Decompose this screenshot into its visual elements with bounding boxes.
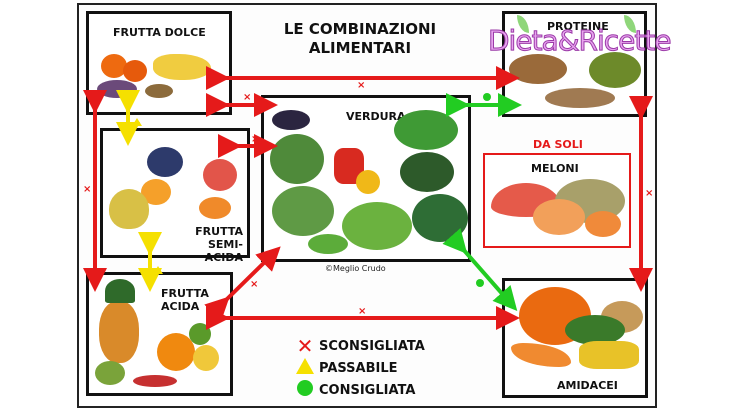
svg-text:×: × <box>645 188 653 199</box>
legend-item-sconsigliata: ✕ SCONSIGLIATA <box>295 334 425 358</box>
title-line-2: ALIMENTARI <box>308 39 412 57</box>
lime-image <box>189 323 211 345</box>
banana-image <box>153 54 211 80</box>
legend-item-consigliata: CONSIGLIATA <box>295 379 425 401</box>
label-da-soli: DA SOLI <box>533 138 583 151</box>
svg-text:×: × <box>251 134 259 145</box>
box-verdura: VERDURA <box>261 95 471 262</box>
label-proteine: PROTEINE <box>547 20 609 33</box>
pear-image <box>109 189 149 229</box>
cantaloupe-image <box>533 199 585 235</box>
legend-label: PASSABILE <box>319 360 398 376</box>
cucumber-image <box>308 234 348 254</box>
pineapple-leaves <box>105 279 135 303</box>
avocado-image <box>589 52 641 88</box>
svg-text:×: × <box>358 306 366 317</box>
legend-label: CONSIGLIATA <box>319 382 416 398</box>
watermark: Dieta&Ricette <box>488 24 673 58</box>
berries-image <box>133 375 177 387</box>
label-line: FRUTTA <box>161 287 209 300</box>
cross-icon: ✕ <box>296 334 314 358</box>
date-image <box>145 84 173 98</box>
circle-icon <box>295 380 315 400</box>
svg-text:×: × <box>250 279 258 290</box>
page-title: LE COMBINAZIONI ALIMENTARI <box>270 20 450 58</box>
cantaloupe-slice-image <box>585 211 621 237</box>
title-line-1: LE COMBINAZIONI <box>283 20 437 38</box>
svg-text:×: × <box>357 80 365 91</box>
svg-text:×: × <box>83 184 91 195</box>
label-line: FRUTTA <box>195 225 243 238</box>
apple-image <box>203 159 237 191</box>
lettuce-image <box>270 134 324 184</box>
legend-item-passabile: PASSABILE <box>295 357 425 379</box>
legend-label: SCONSIGLIATA <box>319 338 425 354</box>
corn-image <box>579 341 639 369</box>
persimmon-image <box>123 60 147 82</box>
label-frutta-dolce: FRUTTA DOLCE <box>113 26 206 39</box>
kiwi-image <box>95 361 125 385</box>
label-amidacei: AMIDACEI <box>557 379 618 392</box>
frisee-image <box>342 202 412 250</box>
eggplant-image <box>272 110 310 130</box>
label-line: ACIDA <box>161 300 200 313</box>
label-meloni: MELONI <box>531 162 579 175</box>
box-amidacei: AMIDACEI <box>502 278 648 398</box>
persimmon-image <box>101 54 127 78</box>
nuts-image <box>545 88 615 108</box>
legend: ✕ SCONSIGLIATA PASSABILE CONSIGLIATA <box>295 334 425 401</box>
pineapple-image <box>99 301 139 363</box>
romaine-image <box>272 186 334 236</box>
spinach-image <box>400 152 454 192</box>
orange-image <box>157 333 195 371</box>
parsley-image <box>565 315 625 345</box>
yellow-pepper-image <box>356 170 380 194</box>
box-frutta-acida: FRUTTA ACIDA <box>86 272 233 396</box>
copyright: ©Meglio Crudo <box>325 264 386 273</box>
triangle-icon <box>295 358 315 378</box>
grape-image <box>147 147 183 177</box>
svg-text:×: × <box>243 92 251 103</box>
label-frutta-acida: FRUTTA ACIDA <box>161 287 209 313</box>
box-frutta-dolce: FRUTTA DOLCE <box>86 11 232 115</box>
apricot-image <box>199 197 231 219</box>
lemon-image <box>193 345 219 371</box>
label-verdura: VERDURA <box>346 110 406 123</box>
